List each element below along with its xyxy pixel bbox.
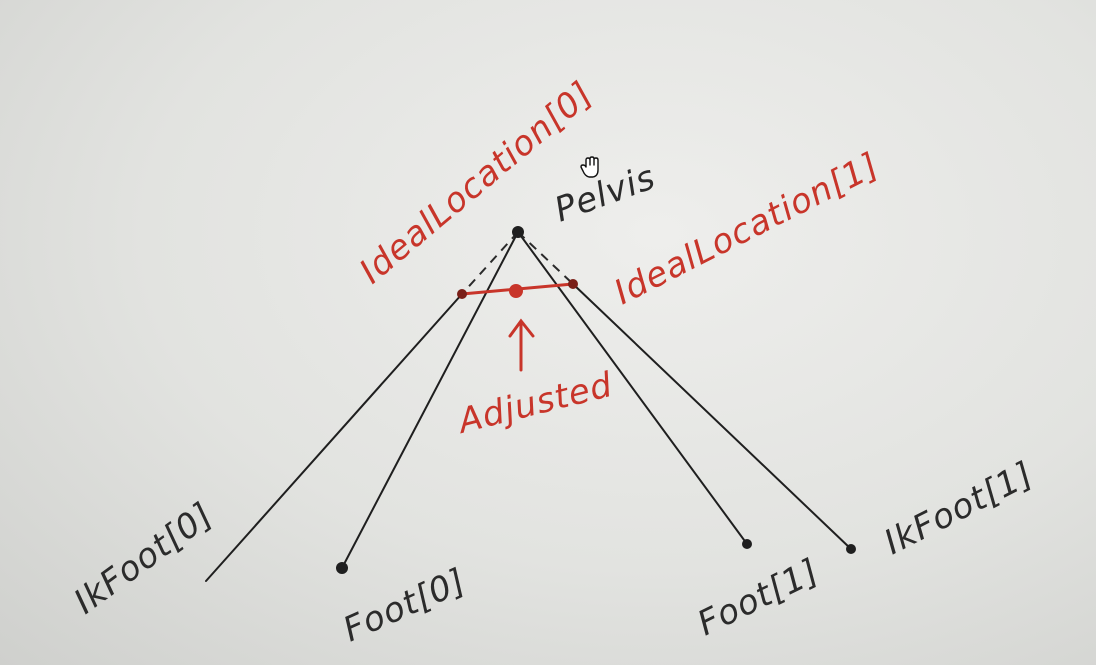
ikfoot-1-point (846, 544, 856, 554)
ideal-location-0-point (457, 289, 467, 299)
label-pelvis: Pelvis (549, 157, 661, 230)
label-foot-1: Foot[1] (691, 551, 825, 644)
label-ideal-location-0: IdealLocation[0] (352, 74, 601, 292)
line-pelvis-to-foot-1 (517, 231, 748, 545)
pelvis-point (512, 226, 524, 238)
label-adjusted: Adjusted (453, 365, 617, 442)
dashed-pelvis-to-ideal-0 (461, 231, 519, 295)
hand-cursor-icon (580, 156, 599, 178)
line-ideal1-to-ikfoot-1 (572, 283, 852, 550)
foot-0-point (336, 562, 348, 574)
adjusted-point (509, 284, 523, 298)
up-arrow-icon (508, 318, 535, 372)
dashed-pelvis-to-ideal-1 (517, 231, 574, 285)
foot-1-point (742, 539, 752, 549)
label-ikfoot-0: IkFoot[0] (67, 495, 221, 622)
label-ikfoot-1: IkFoot[1] (878, 454, 1040, 563)
ideal-location-1-point (568, 279, 578, 289)
line-ideal0-to-ikfoot-0 (205, 293, 463, 582)
line-pelvis-to-foot-0 (341, 231, 519, 569)
label-foot-0: Foot[0] (337, 561, 472, 650)
